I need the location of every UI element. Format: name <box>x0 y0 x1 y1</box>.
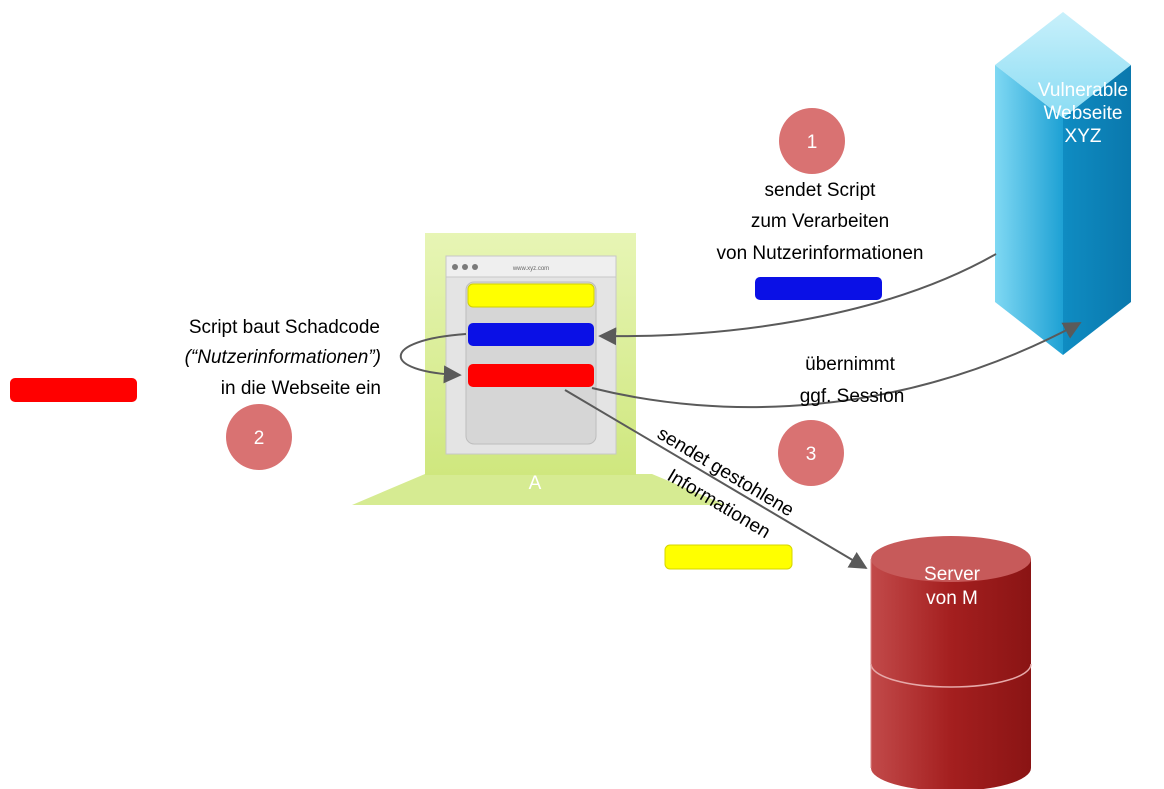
step-2-text-line2: (“Nutzerinformationen”) <box>185 347 381 368</box>
page-block-malicious <box>468 364 594 387</box>
vulnerable-site-label-line2: Webseite <box>1044 103 1123 124</box>
step-1: 1 sendet Script zum Verarbeiten von Nutz… <box>717 108 924 300</box>
malicious-token-red <box>10 378 137 402</box>
step-3-number: 3 <box>806 444 817 465</box>
step-2-text-line1: Script baut Schadcode <box>189 317 380 338</box>
server-m: Server von M <box>870 536 1032 789</box>
page-block-yellow <box>467 283 595 308</box>
step-3: übernimmt ggf. Session 3 sendet gestohle… <box>653 354 905 570</box>
browser-dot-icon <box>472 264 478 270</box>
computer-a: www.xyz.com A <box>352 233 726 505</box>
arrow-session-to-site <box>591 322 1082 409</box>
step-2: Script baut Schadcode (“Nutzerinformatio… <box>10 317 381 470</box>
step-1-text-line2: zum Verarbeiten <box>751 211 889 232</box>
page-block-script <box>468 323 594 346</box>
step-3-session-line1: übernimmt <box>805 354 895 375</box>
browser-dot-icon <box>452 264 458 270</box>
arrows <box>399 253 1082 569</box>
step-1-text-line3: von Nutzerinformationen <box>717 243 924 264</box>
step-2-number: 2 <box>254 428 265 449</box>
vulnerable-site-label-line1: Vulnerable <box>1038 80 1128 101</box>
arrow-script-to-browser <box>598 253 997 346</box>
step-3-circle <box>778 420 844 486</box>
computer-label: A <box>529 473 542 494</box>
server-label-line2: von M <box>926 588 978 609</box>
vulnerable-site-prism: Vulnerable Webseite XYZ <box>995 12 1131 355</box>
computer-base <box>352 474 726 505</box>
browser-page <box>465 281 597 445</box>
step-2-circle <box>226 404 292 470</box>
info-token-yellow <box>664 544 793 570</box>
step-1-number: 1 <box>807 132 818 153</box>
vulnerable-site-label-line3: XYZ <box>1065 126 1102 147</box>
browser-url: www.xyz.com <box>512 266 549 272</box>
step-2-text-line3: in die Webseite ein <box>221 378 381 399</box>
browser-dot-icon <box>462 264 468 270</box>
script-token-blue <box>755 277 882 300</box>
step-3-session-line2: ggf. Session <box>800 386 905 407</box>
step-1-circle <box>779 108 845 174</box>
arrow-info-to-server <box>564 389 868 569</box>
step-1-text-line1: sendet Script <box>765 180 877 201</box>
arrow-script-builds-code <box>399 333 467 384</box>
server-label-line1: Server <box>924 564 981 585</box>
browser-titlebar <box>445 255 617 278</box>
